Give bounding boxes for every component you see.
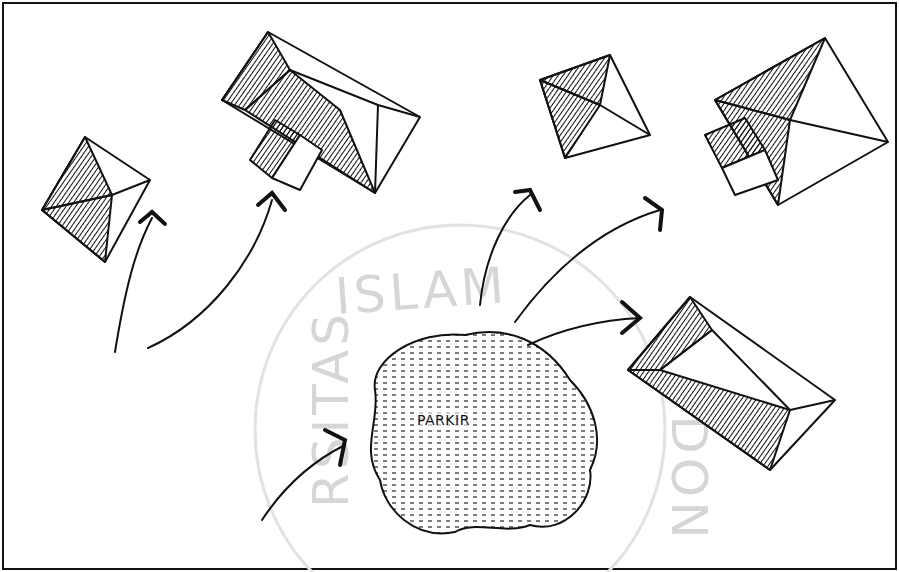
parking-area: PARKIR <box>355 320 600 535</box>
parking-outline <box>355 320 600 535</box>
watermark-text: ISLAM <box>333 256 509 326</box>
watermark-text: RSITAS <box>302 310 360 508</box>
watermark-ring <box>255 225 665 572</box>
area-label: PARKIR <box>417 412 470 428</box>
frame <box>3 3 896 569</box>
watermark-text: DON <box>660 415 718 542</box>
